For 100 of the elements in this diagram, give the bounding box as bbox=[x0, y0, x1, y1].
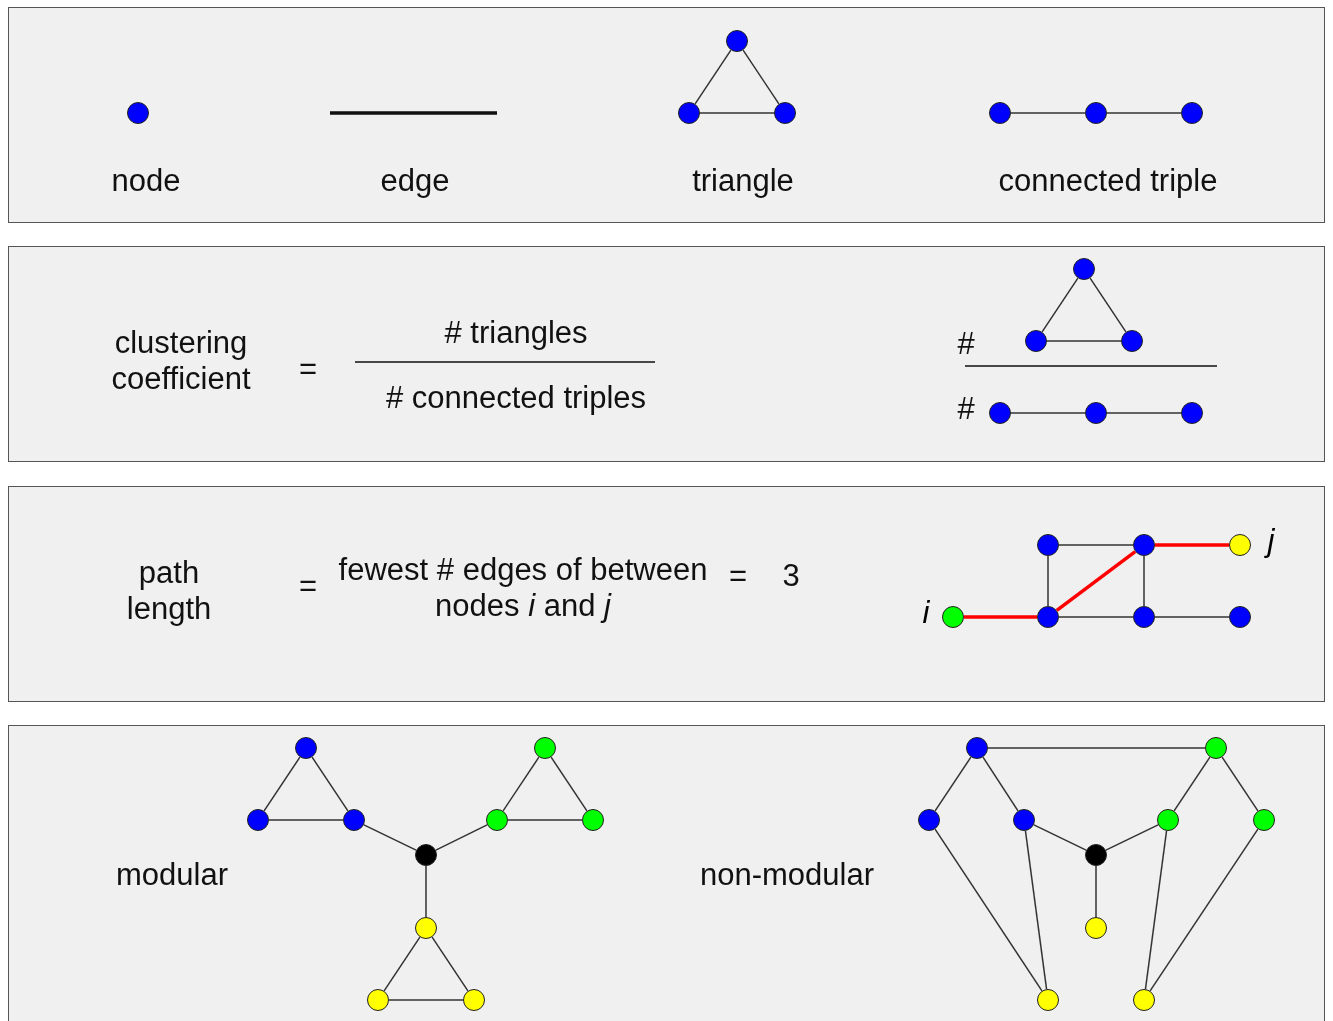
graph-node-circle bbox=[1036, 605, 1059, 628]
graph-edge-line bbox=[1010, 112, 1086, 114]
graph-node-circle bbox=[1132, 605, 1155, 628]
graph-edge-line bbox=[1010, 412, 1086, 414]
graph-edge-line bbox=[934, 756, 972, 812]
graph-edge-line bbox=[1033, 824, 1087, 851]
graph-edge-line bbox=[383, 936, 421, 992]
equals-sign: = bbox=[298, 351, 318, 387]
panel bbox=[8, 7, 1325, 223]
graph-node-circle bbox=[1228, 533, 1251, 556]
graph-edge-line bbox=[1047, 555, 1049, 607]
graph-edge-line bbox=[1173, 756, 1211, 812]
graph-edge-line bbox=[694, 49, 732, 105]
graph-node-circle bbox=[1132, 988, 1155, 1011]
value-text: 3 bbox=[782, 558, 800, 594]
graph-node-circle bbox=[1012, 808, 1035, 831]
graph-edge-line bbox=[363, 824, 417, 851]
graph-node-circle bbox=[1036, 533, 1059, 556]
graph-node-circle bbox=[725, 29, 748, 52]
graph-node-circle bbox=[1120, 329, 1143, 352]
graph-node-circle bbox=[1180, 101, 1203, 124]
graph-node-circle bbox=[1084, 401, 1107, 424]
numerator-text: # triangles bbox=[444, 315, 588, 351]
graph-node-circle bbox=[366, 988, 389, 1011]
graph-edge-line bbox=[1055, 550, 1137, 612]
graph-node-circle bbox=[1180, 401, 1203, 424]
graph-edge-line bbox=[964, 615, 1037, 619]
graph-node-circle bbox=[294, 736, 317, 759]
graph-node-circle bbox=[1036, 988, 1059, 1011]
denominator-text: # connected triples bbox=[385, 380, 647, 416]
graph-edge-line bbox=[1024, 830, 1048, 990]
graph-edge-line bbox=[1046, 340, 1122, 342]
graph-edge-line bbox=[425, 865, 427, 918]
caption-label: node bbox=[111, 163, 181, 199]
graph-edge-line bbox=[311, 756, 349, 812]
graph-edge-line bbox=[934, 828, 1043, 992]
count-sign: # bbox=[957, 326, 975, 362]
caption-label: non-modular bbox=[700, 857, 874, 893]
graph-edge-line bbox=[1105, 824, 1159, 851]
graph-node-circle bbox=[917, 808, 940, 831]
graph-edge-line bbox=[1143, 555, 1145, 607]
term-label: path length bbox=[125, 555, 213, 627]
graph-node-circle bbox=[462, 988, 485, 1011]
graph-edge-line bbox=[263, 756, 301, 812]
graph-edge-line bbox=[507, 819, 583, 821]
node-label: i bbox=[922, 595, 930, 631]
graph-node-circle bbox=[988, 101, 1011, 124]
graph-edge-line bbox=[1155, 543, 1229, 547]
graph-edge-line bbox=[431, 936, 469, 992]
graph-edge-line bbox=[1154, 616, 1230, 618]
graph-edge-line bbox=[1106, 112, 1182, 114]
graph-node-circle bbox=[1204, 736, 1227, 759]
graph-edge-line bbox=[1221, 756, 1259, 812]
graph-node-circle bbox=[1156, 808, 1179, 831]
graph-edge-line bbox=[742, 49, 780, 105]
term-label: clustering coefficient bbox=[110, 325, 252, 397]
graph-node-circle bbox=[965, 736, 988, 759]
equals-sign: = bbox=[728, 558, 748, 594]
graph-edge-line bbox=[699, 112, 775, 114]
graph-edge-line bbox=[435, 824, 488, 851]
graph-node-circle bbox=[1072, 257, 1095, 280]
graph-edge-line bbox=[1041, 277, 1079, 333]
graph-node-circle bbox=[773, 101, 796, 124]
graph-node-circle bbox=[1252, 808, 1275, 831]
graph-edge-line bbox=[987, 747, 1206, 749]
graph-node-circle bbox=[1024, 329, 1047, 352]
graph-edge-line bbox=[502, 756, 540, 812]
graph-node-circle bbox=[485, 808, 508, 831]
graph-edge-line bbox=[550, 756, 588, 812]
graph-node-circle bbox=[246, 808, 269, 831]
graph-edge-line bbox=[1106, 412, 1182, 414]
graph-node-circle bbox=[414, 843, 437, 866]
graph-node-circle bbox=[1228, 605, 1251, 628]
graph-node-circle bbox=[581, 808, 604, 831]
graph-edge-line bbox=[1089, 277, 1127, 333]
graph-node-circle bbox=[126, 101, 149, 124]
graph-node-circle bbox=[677, 101, 700, 124]
graph-edge-line bbox=[1058, 616, 1134, 618]
panel bbox=[8, 725, 1325, 1021]
definition-text: fewest # edges of between nodes i and j bbox=[338, 552, 708, 624]
graph-edge-line bbox=[268, 819, 344, 821]
caption-label: triangle bbox=[692, 163, 794, 199]
graph-edge-line bbox=[1095, 865, 1097, 918]
graph-node-circle bbox=[1084, 101, 1107, 124]
panel bbox=[8, 486, 1325, 702]
count-sign: # bbox=[957, 391, 975, 427]
graph-node-circle bbox=[1084, 843, 1107, 866]
graph-edge-line bbox=[1144, 830, 1168, 990]
caption-label: modular bbox=[116, 857, 228, 893]
graph-edge-line bbox=[982, 756, 1019, 812]
panel bbox=[8, 246, 1325, 462]
graph-node-circle bbox=[1084, 916, 1107, 939]
equals-sign: = bbox=[298, 568, 318, 604]
graph-node-circle bbox=[1132, 533, 1155, 556]
graph-edge-line bbox=[1058, 544, 1134, 546]
caption-label: edge bbox=[380, 163, 450, 199]
graph-edge-line bbox=[388, 999, 464, 1001]
graph-node-circle bbox=[342, 808, 365, 831]
graph-node-circle bbox=[414, 916, 437, 939]
graph-node-circle bbox=[941, 605, 964, 628]
